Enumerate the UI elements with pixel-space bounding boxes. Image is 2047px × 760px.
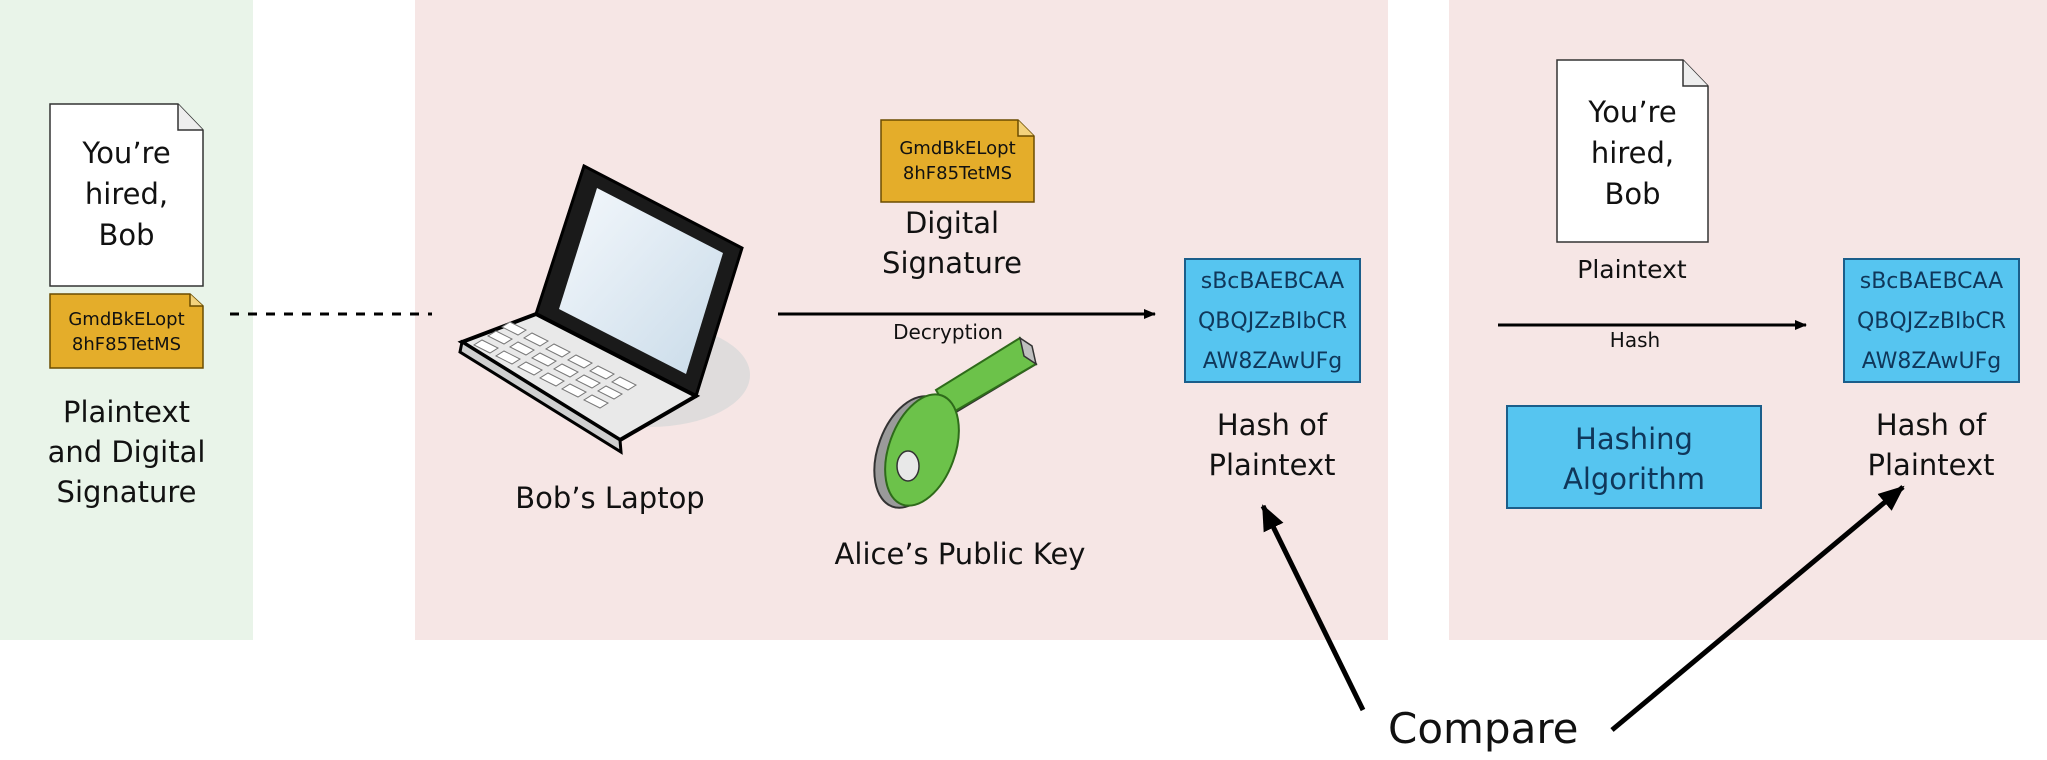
doc-line: You’re bbox=[82, 136, 171, 170]
digital-signature-caption: Digital Signature bbox=[852, 203, 1052, 283]
decrypted-hash-caption: Hash of Plaintext bbox=[1172, 405, 1372, 485]
signature-document-icon bbox=[49, 293, 204, 369]
hash-line: AW8ZAwUFg bbox=[1202, 349, 1343, 374]
hash-line: QBQJZzBIbCR bbox=[1856, 309, 2007, 334]
compare-arrow-left bbox=[1260, 504, 1366, 712]
doc-line: You’re bbox=[1588, 95, 1677, 129]
right-plaintext-document: You’re hired, Bob bbox=[1557, 92, 1708, 215]
hash-line: QBQJZzBIbCR bbox=[1197, 309, 1348, 334]
sig-line: GmdBkELopt bbox=[899, 138, 1016, 159]
caption-line: Plaintext bbox=[1208, 448, 1336, 482]
caption-line: Plaintext bbox=[63, 395, 190, 429]
plaintext-document-icon bbox=[49, 103, 204, 287]
public-key-label: Alice’s Public Key bbox=[834, 537, 1086, 571]
caption-line: Hash of bbox=[1875, 408, 1987, 442]
plaintext-signature-caption: Plaintext and Digital Signature bbox=[0, 392, 253, 512]
right-plaintext-document-icon bbox=[1556, 59, 1709, 243]
hash-line: sBcBAEBCAA bbox=[1859, 269, 2004, 294]
caption-line: Plaintext bbox=[1867, 448, 1995, 482]
doc-line: hired, bbox=[1590, 136, 1675, 170]
hash-label: Hash bbox=[1609, 328, 1661, 352]
caption-line: and Digital bbox=[47, 435, 206, 469]
digital-signature-icon bbox=[880, 119, 1035, 203]
hashing-algorithm-box: Hashing Algorithm bbox=[1506, 405, 1762, 509]
laptop-icon bbox=[457, 163, 750, 455]
decrypted-hash-box: sBcBAEBCAA QBQJZzBIbCR AW8ZAwUFg bbox=[1184, 258, 1361, 383]
computed-hash-box: sBcBAEBCAA QBQJZzBIbCR AW8ZAwUFg bbox=[1843, 258, 2020, 383]
doc-line: Bob bbox=[98, 218, 155, 252]
sig-line: 8hF85TetMS bbox=[902, 163, 1013, 184]
hash-line: AW8ZAwUFg bbox=[1861, 349, 2002, 374]
caption-line: Signature bbox=[882, 246, 1022, 280]
doc-line: Bob bbox=[1604, 177, 1661, 211]
right-plaintext-caption: Plaintext bbox=[1577, 255, 1687, 284]
caption-line: Signature bbox=[56, 475, 197, 509]
signature-text: GmdBkELopt 8hF85TetMS bbox=[50, 307, 203, 357]
sig-line: 8hF85TetMS bbox=[71, 334, 182, 355]
caption-line: Hash of bbox=[1216, 408, 1328, 442]
compare-label: Compare bbox=[1388, 704, 1579, 753]
compare-arrow-right bbox=[1610, 485, 1905, 732]
doc-line: hired, bbox=[84, 177, 169, 211]
laptop-label: Bob’s Laptop bbox=[515, 481, 705, 515]
plaintext-document: You’re hired, Bob bbox=[50, 133, 203, 256]
computed-hash-caption: Hash of Plaintext bbox=[1831, 405, 2031, 485]
decryption-label: Decryption bbox=[893, 320, 1003, 344]
sig-line: GmdBkELopt bbox=[68, 309, 185, 330]
algo-line: Hashing bbox=[1575, 422, 1693, 456]
caption-line: Digital bbox=[904, 206, 1000, 240]
algo-line: Algorithm bbox=[1562, 462, 1706, 496]
digital-signature-text: GmdBkELopt 8hF85TetMS bbox=[881, 136, 1034, 186]
public-key-icon bbox=[873, 336, 1038, 509]
hash-line: sBcBAEBCAA bbox=[1200, 269, 1345, 294]
